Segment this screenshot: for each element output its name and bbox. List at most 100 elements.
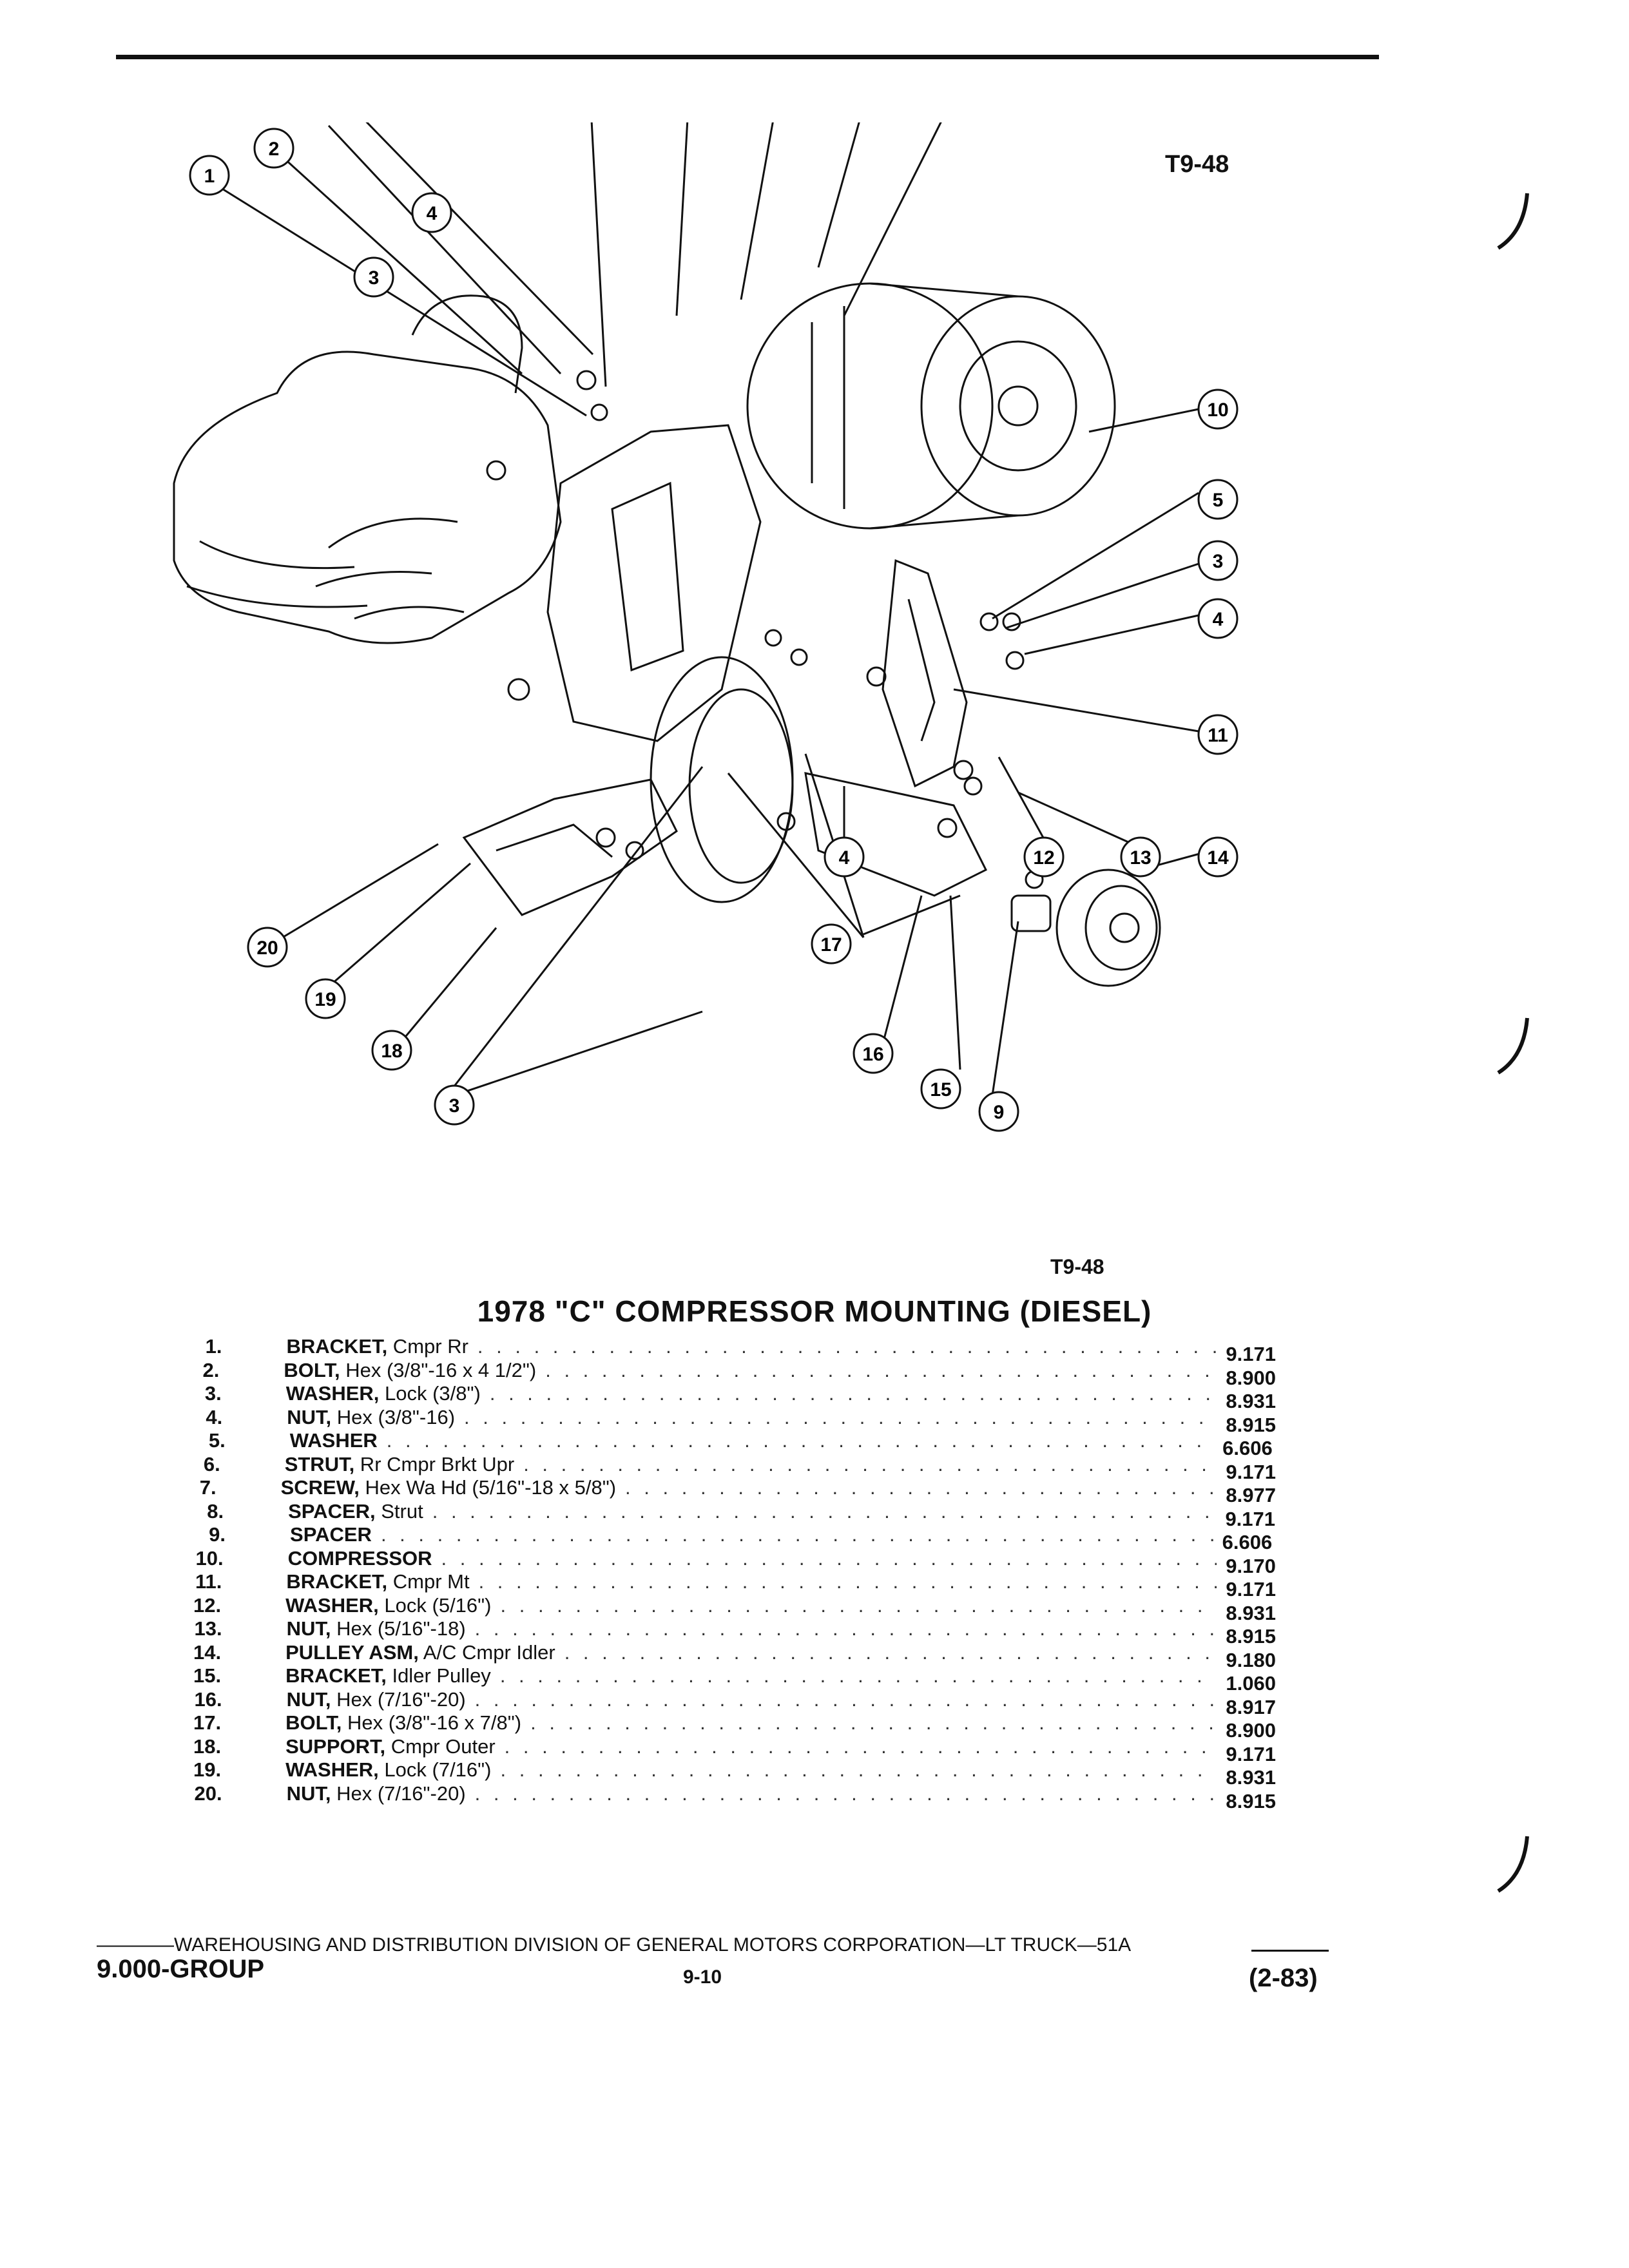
group-number: 8.977 xyxy=(1226,1484,1276,1506)
callout-3-right: 3 xyxy=(1197,540,1239,581)
group-number: 8.931 xyxy=(1226,1390,1276,1412)
parts-list: 1.BRACKET, Cmpr Rr . . . . . . . . . . .… xyxy=(193,1335,1277,1812)
part-number: 10. xyxy=(195,1546,224,1570)
group-number: 9.171 xyxy=(1225,1507,1276,1530)
callout-15: 15 xyxy=(920,1068,961,1110)
part-detail: Cmpr Rr xyxy=(387,1335,468,1358)
parts-row: 6.STRUT, Rr Cmpr Brkt Upr . . . . . . . … xyxy=(193,1453,1276,1483)
parts-row: 18.SUPPORT, Cmpr Outer . . . . . . . . .… xyxy=(193,1735,1276,1765)
part-name: SPACER, xyxy=(288,1499,376,1523)
part-number: 16. xyxy=(194,1687,222,1711)
part-description: STRUT, Rr Cmpr Brkt Upr xyxy=(285,1453,515,1476)
part-name: NUT, xyxy=(286,1617,331,1640)
part-description: BRACKET, Idler Pulley xyxy=(285,1664,491,1687)
footer-dash xyxy=(1251,1950,1329,1952)
part-detail: Lock (3/8") xyxy=(379,1382,481,1405)
idler-pulley xyxy=(1010,869,1161,987)
leader-dots: . . . . . . . . . . . . . . . . . . . . … xyxy=(380,1523,1213,1546)
group-number: 1.060 xyxy=(1226,1672,1276,1695)
part-name: SCREW, xyxy=(280,1476,360,1499)
part-detail: Lock (7/16") xyxy=(378,1758,492,1781)
leader-dots: . . . . . . . . . . . . . . . . . . . . … xyxy=(474,1687,1217,1711)
part-number: 5. xyxy=(208,1429,226,1452)
callout-3-upper: 3 xyxy=(353,256,394,298)
part-name: BRACKET, xyxy=(286,1570,388,1593)
part-description: WASHER xyxy=(290,1429,378,1452)
part-name: SUPPORT, xyxy=(285,1735,386,1758)
part-description: WASHER, Lock (5/16") xyxy=(285,1594,491,1617)
group-number: 8.931 xyxy=(1226,1601,1276,1624)
figure-tag-bottom: T9-48 xyxy=(1050,1255,1104,1278)
part-detail: A/C Cmpr Idler xyxy=(418,1640,555,1664)
callout-4-upper: 4 xyxy=(411,192,452,233)
svg-text:4: 4 xyxy=(839,847,850,869)
parts-row: 14.PULLEY ASM, A/C Cmpr Idler . . . . . … xyxy=(193,1640,1276,1671)
part-description: BOLT, Hex (3/8"-16 x 4 1/2") xyxy=(284,1359,536,1382)
part-number: 4. xyxy=(206,1405,223,1428)
leader-lines xyxy=(218,122,1212,1100)
part-number: 9. xyxy=(209,1523,226,1546)
group-number: 8.915 xyxy=(1226,1625,1276,1648)
svg-text:3: 3 xyxy=(369,267,380,289)
part-name: PULLEY ASM, xyxy=(285,1640,419,1664)
callout-12: 12 xyxy=(1023,836,1065,878)
group-number: 9.170 xyxy=(1226,1554,1276,1577)
leader-dots: . . . . . . . . . . . . . . . . . . . . … xyxy=(625,1476,1217,1499)
group-number: 9.171 xyxy=(1226,1343,1276,1365)
svg-text:18: 18 xyxy=(381,1041,402,1062)
callout-14: 14 xyxy=(1197,836,1239,878)
callout-3-bottom: 3 xyxy=(434,1084,475,1126)
part-name: NUT, xyxy=(287,1405,332,1428)
parts-row: 15.BRACKET, Idler Pulley . . . . . . . .… xyxy=(193,1664,1276,1695)
group-number: 9.171 xyxy=(1226,1578,1276,1600)
callout-1: 1 xyxy=(189,155,230,196)
svg-text:1: 1 xyxy=(204,166,215,187)
part-description: BOLT, Hex (3/8"-16 x 7/8") xyxy=(285,1711,521,1735)
part-detail: Rr Cmpr Brkt Upr xyxy=(354,1452,515,1475)
svg-text:15: 15 xyxy=(930,1079,951,1100)
part-number: 7. xyxy=(199,1476,217,1499)
group-number: 9.171 xyxy=(1226,1742,1276,1765)
mount-bracket xyxy=(882,559,968,788)
callout-16: 16 xyxy=(853,1033,894,1074)
group-number: 8.915 xyxy=(1226,1413,1276,1436)
footer-division-line: ————WAREHOUSING AND DISTRIBUTION DIVISIO… xyxy=(97,1934,1132,1956)
part-description: SCREW, Hex Wa Hd (5/16"-18 x 5/8") xyxy=(281,1476,616,1499)
top-rule xyxy=(116,55,1379,59)
exploded-diagram: 1 2 5 6 7 8 9 10 5 3 4 11 12 13 14 4 17 … xyxy=(173,122,1239,1132)
leader-dots: . . . . . . . . . . . . . . . . . . . . … xyxy=(545,1358,1217,1381)
parts-row: 9. SPACER . . . . . . . . . . . . . . . .… xyxy=(193,1523,1276,1553)
page-title: 1978 "C" COMPRESSOR MOUNTING (DIESEL) xyxy=(477,1294,1152,1328)
group-number: 9.171 xyxy=(1226,1460,1276,1483)
svg-text:16: 16 xyxy=(862,1044,883,1065)
margin-mark xyxy=(1497,1836,1529,1893)
footer-group: 9.000-GROUP xyxy=(97,1955,265,1983)
part-number: 18. xyxy=(193,1735,222,1758)
group-number: 8.900 xyxy=(1226,1366,1276,1389)
leader-dots: . . . . . . . . . . . . . . . . . . . . … xyxy=(441,1546,1217,1570)
svg-text:12: 12 xyxy=(1033,847,1054,869)
part-name: SPACER xyxy=(290,1523,372,1546)
idler-bracket xyxy=(804,772,988,897)
margin-mark xyxy=(1497,1017,1529,1075)
part-number: 15. xyxy=(193,1664,222,1687)
part-description: SPACER xyxy=(290,1523,372,1546)
part-description: NUT, Hex (7/16"-20) xyxy=(287,1688,466,1711)
part-description: WASHER, Lock (7/16") xyxy=(285,1758,491,1782)
rear-bracket xyxy=(546,424,762,742)
parts-row: 8.SPACER, Strut . . . . . . . . . . . . … xyxy=(193,1499,1276,1530)
part-number: 3. xyxy=(204,1382,222,1405)
parts-row: 17.BOLT, Hex (3/8"-16 x 7/8") . . . . . … xyxy=(193,1711,1276,1742)
parts-row: 16. NUT, Hex (7/16"-20) . . . . . . . . .… xyxy=(193,1687,1277,1718)
svg-text:17: 17 xyxy=(820,934,842,956)
part-detail: Hex (7/16"-20) xyxy=(331,1782,466,1805)
part-number: 20. xyxy=(194,1782,222,1805)
callout-10: 10 xyxy=(1197,389,1239,430)
parts-row: 10.COMPRESSOR . . . . . . . . . . . . . … xyxy=(193,1546,1276,1577)
leader-dots: . . . . . . . . . . . . . . . . . . . . … xyxy=(500,1758,1217,1781)
part-name: WASHER xyxy=(289,1429,378,1452)
footer-page-number: 9-10 xyxy=(683,1966,722,1988)
part-name: BRACKET, xyxy=(286,1335,388,1358)
leader-dots: . . . . . . . . . . . . . . . . . . . . … xyxy=(478,1570,1217,1593)
svg-text:10: 10 xyxy=(1207,399,1228,421)
